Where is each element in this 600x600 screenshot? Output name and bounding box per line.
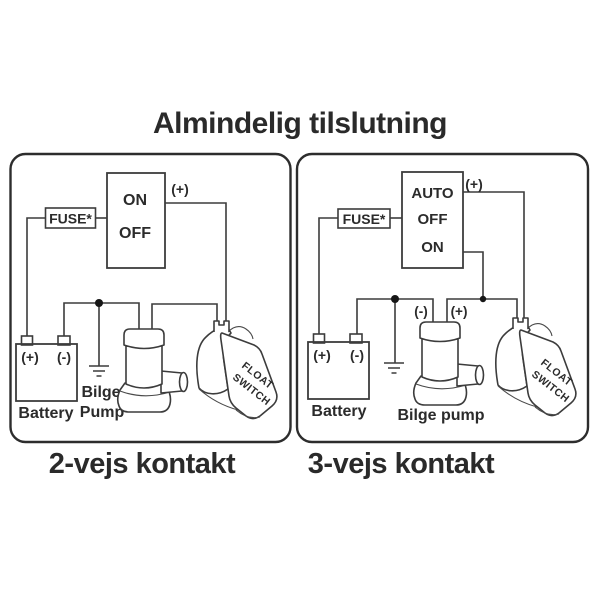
pump-minus-label: (-) xyxy=(414,304,428,319)
wire-on-to-bus xyxy=(463,251,484,299)
battery-plus-label: (+) xyxy=(313,347,331,363)
fuse-label: FUSE* xyxy=(49,211,92,227)
battery-plus-label: (+) xyxy=(21,349,39,365)
panel-left-border xyxy=(9,152,292,444)
wire-auto-to-float xyxy=(463,191,525,319)
battery-label: Battery xyxy=(18,405,73,422)
pump-plus-label: (+) xyxy=(451,304,468,319)
bilge-pump-label: Bilge pump xyxy=(397,407,484,424)
bilge-pump-icon xyxy=(412,321,485,406)
wire-switch-to-float xyxy=(165,202,227,322)
fuse-box xyxy=(337,208,391,229)
caption-3-way: 3-vejs kontakt xyxy=(307,448,495,480)
panel-right-border xyxy=(295,152,590,444)
battery-icon xyxy=(307,333,370,400)
switch-option-on: ON xyxy=(421,239,444,256)
fuse-box xyxy=(44,207,97,229)
switch-box xyxy=(401,171,464,269)
switch-option-on: ON xyxy=(123,192,147,209)
panel-right-diagram: AUTO OFF ON FUSE* (+) (-) (+) (+) (-) Ba… xyxy=(295,152,590,444)
battery-label: Battery xyxy=(311,403,366,420)
ground-icon xyxy=(383,362,405,374)
bilge-pump-icon xyxy=(116,328,189,413)
switch-option-off: OFF xyxy=(418,211,448,228)
junction-dot xyxy=(479,295,487,303)
switch-option-auto: AUTO xyxy=(411,185,454,202)
ground-icon xyxy=(88,365,110,377)
battery-minus-label: (-) xyxy=(57,349,71,365)
bilge-pump-label-line1: Bilge xyxy=(81,384,120,401)
battery-minus-label: (-) xyxy=(350,347,364,363)
supply-plus-label: (+) xyxy=(465,176,483,192)
page-title: Almindelig tilslutning xyxy=(153,107,447,140)
panel-left-diagram: ON OFF FUSE* (+) (+) (-) Battery Bilge P… xyxy=(9,152,292,444)
junction-dot xyxy=(95,299,103,307)
fuse-label: FUSE* xyxy=(343,211,386,227)
bilge-pump-label-line2: Pump xyxy=(80,404,125,421)
switch-box xyxy=(106,172,166,269)
wire-fuse-to-battery-plus xyxy=(318,217,338,334)
wire-fuse-to-battery-plus xyxy=(26,217,45,336)
caption-2-way: 2-vejs kontakt xyxy=(48,448,236,480)
wire-pump-to-float xyxy=(151,303,218,330)
junction-dot xyxy=(391,295,399,303)
supply-plus-label: (+) xyxy=(171,181,189,197)
battery-icon xyxy=(15,335,78,402)
switch-option-off: OFF xyxy=(119,225,151,242)
